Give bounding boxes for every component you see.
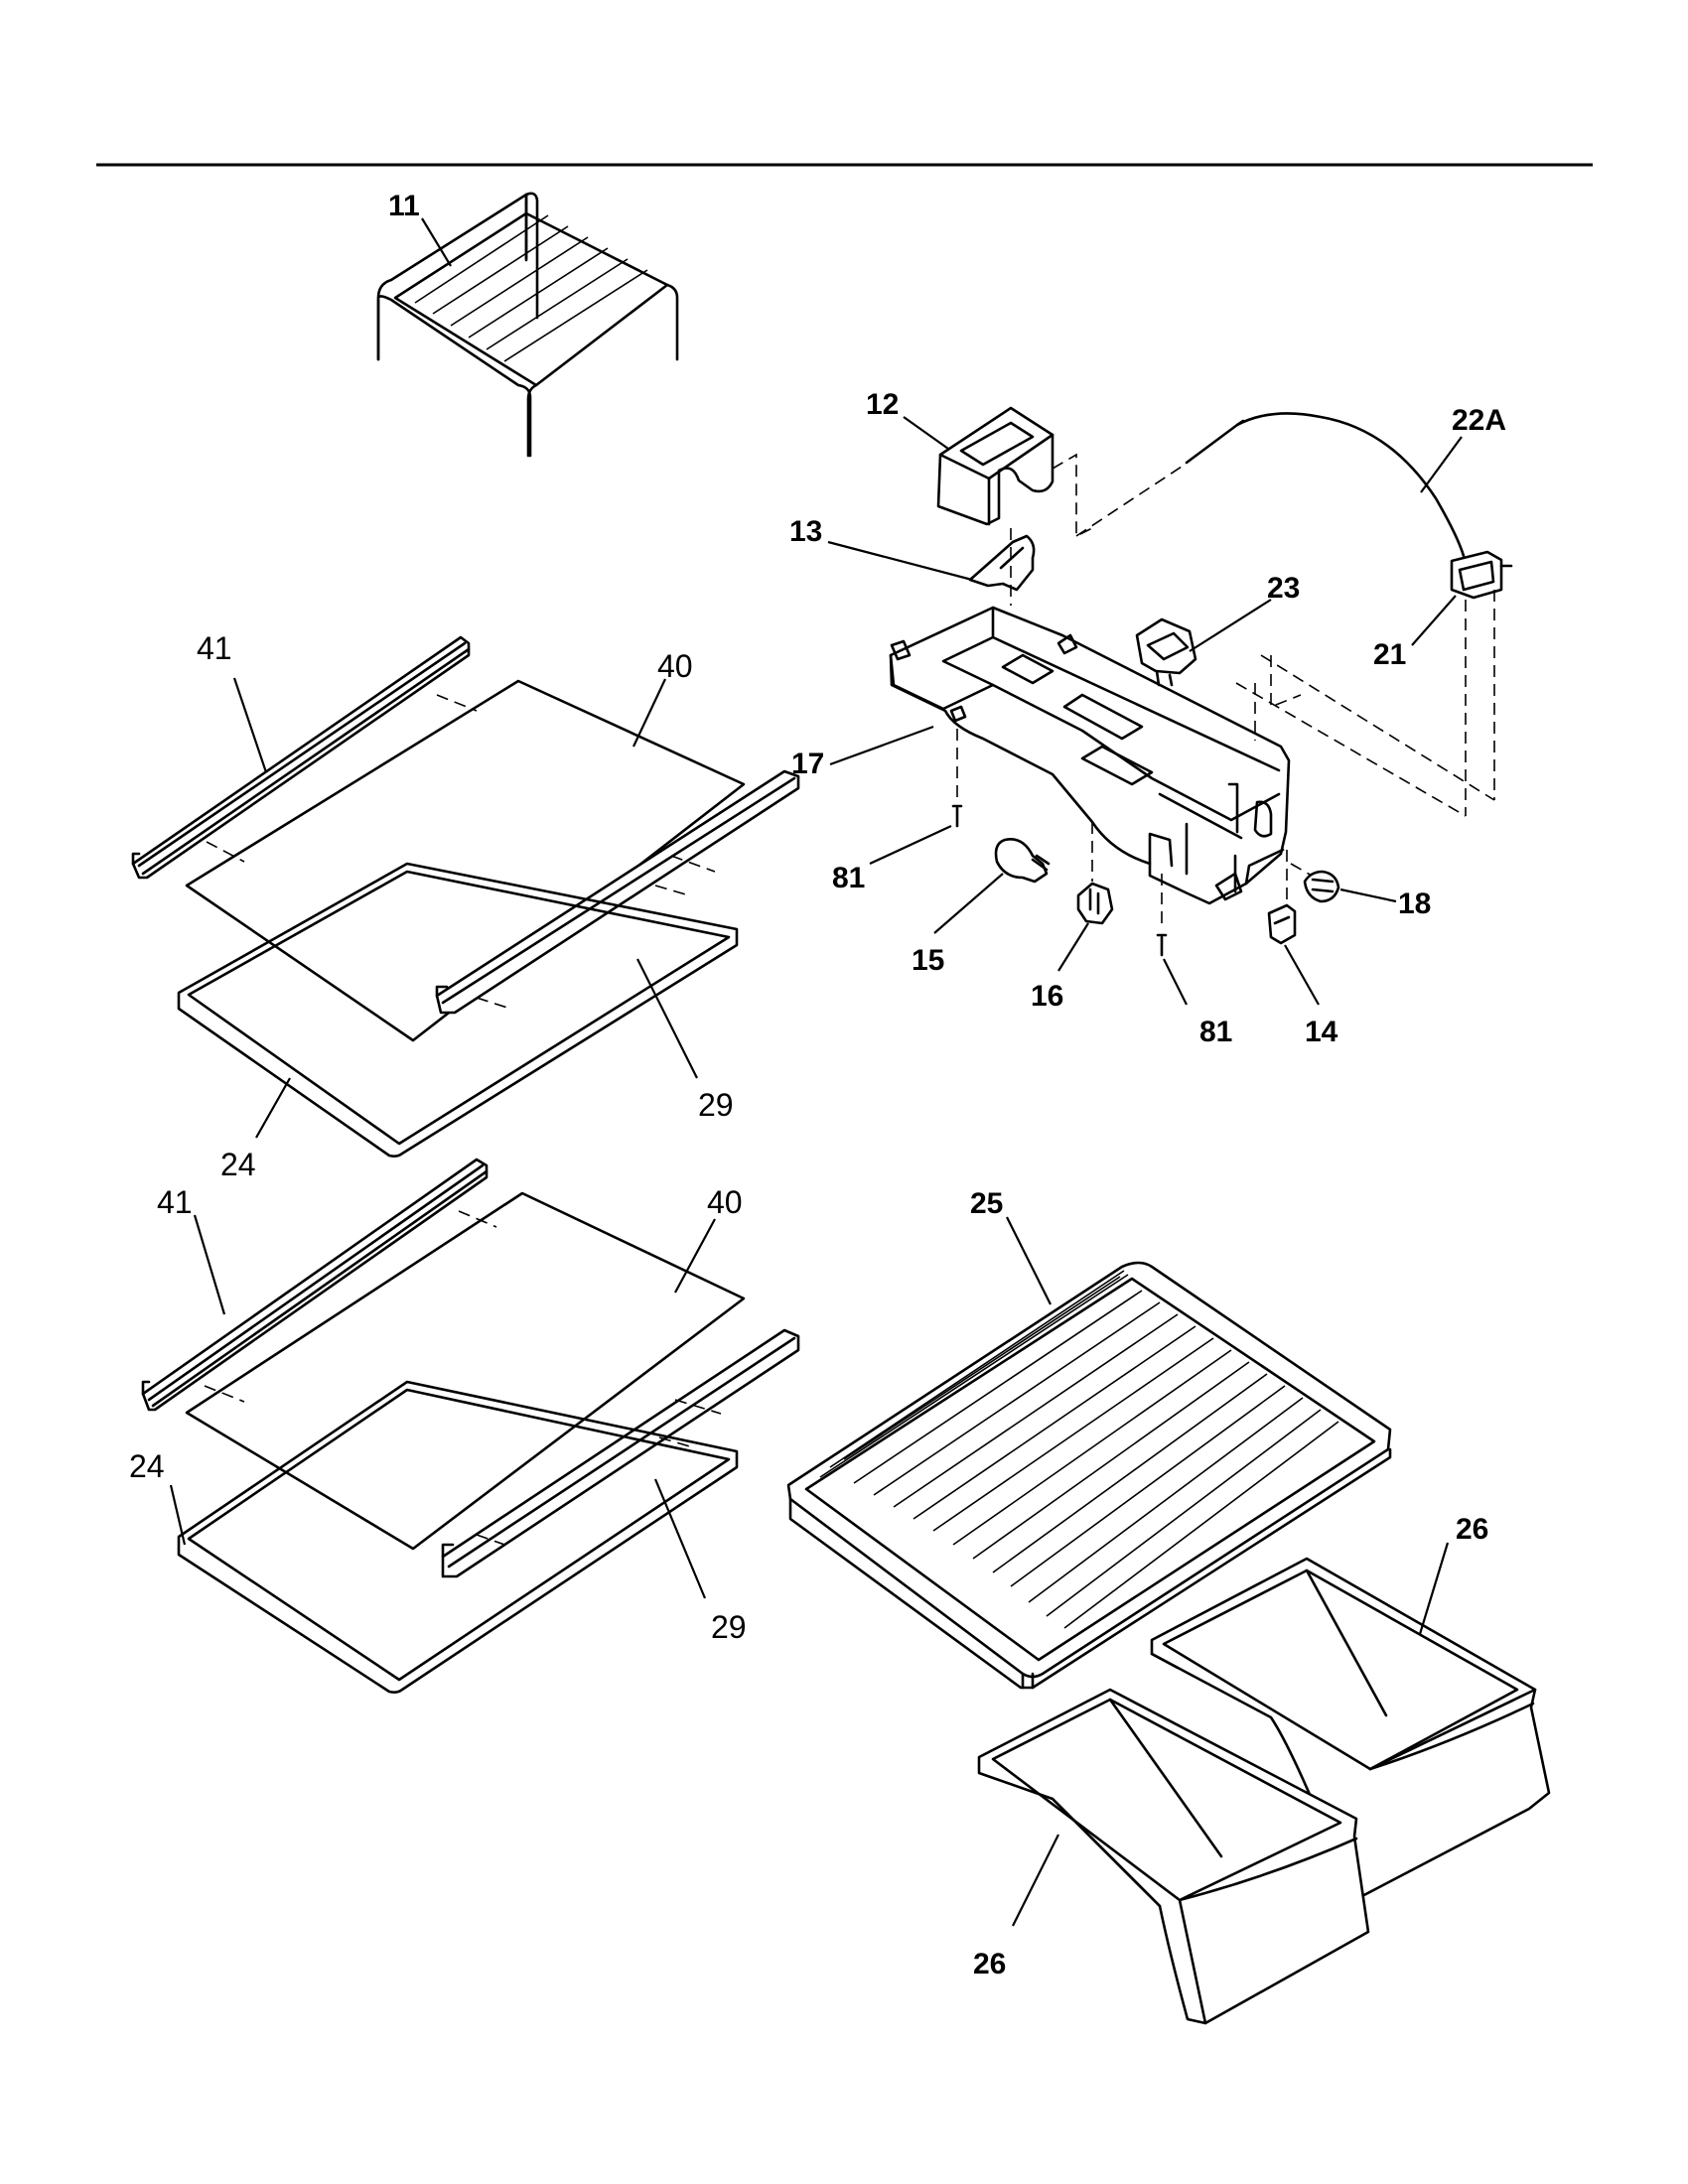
wire-rack-part (376, 192, 679, 458)
callout-11: 11 (388, 190, 420, 222)
leader-26a (1418, 1542, 1450, 1635)
leader-41a (232, 677, 268, 773)
light-bulb-part (994, 838, 1051, 884)
callout-26a: 26 (1456, 1513, 1488, 1546)
leader-18 (1339, 887, 1397, 903)
callout-14: 14 (1305, 1016, 1338, 1048)
light-switch-part (1267, 903, 1297, 945)
leader-29a (636, 958, 698, 1079)
callout-40b: 40 (707, 1184, 743, 1220)
screw-part (951, 804, 1168, 957)
leader-11 (421, 217, 452, 267)
timer-part (1135, 617, 1197, 687)
leader-22a (1420, 436, 1463, 493)
callout-29a: 29 (698, 1087, 734, 1123)
leader-15 (933, 873, 1004, 934)
leader-12 (903, 416, 949, 450)
lamp-socket-part (1076, 882, 1114, 925)
callout-23: 23 (1267, 572, 1300, 605)
light-shield-part (936, 406, 1055, 526)
leader-21 (1411, 595, 1457, 646)
leader-13 (827, 540, 973, 582)
callout-22a: 22A (1452, 404, 1506, 437)
leader-40a (633, 678, 666, 748)
leader-25 (1006, 1216, 1052, 1305)
leader-24a (255, 1077, 291, 1139)
callout-26b: 26 (973, 1948, 1006, 1980)
leader-24b (169, 1484, 187, 1546)
leader-14 (1284, 944, 1320, 1006)
callout-16: 16 (1031, 980, 1063, 1013)
callout-29b: 29 (711, 1609, 747, 1645)
leader-17 (829, 725, 934, 766)
callout-13: 13 (789, 515, 822, 548)
crisper-drawer-part (977, 1557, 1551, 2025)
leader-26b (1012, 1834, 1059, 1927)
callout-41b: 41 (157, 1184, 193, 1220)
assembly-lines (956, 453, 1495, 927)
callout-40a: 40 (657, 648, 693, 684)
control-knob-part (1303, 870, 1340, 903)
callout-24a: 24 (220, 1147, 256, 1182)
callout-41a: 41 (197, 630, 232, 666)
callout-25: 25 (970, 1187, 1003, 1220)
callout-21: 21 (1373, 638, 1406, 671)
capillary-tube-part (1185, 412, 1466, 558)
leader-16 (1057, 922, 1089, 972)
callout-18: 18 (1398, 887, 1431, 920)
leader-23 (1189, 599, 1272, 652)
shelf-assembly-upper (131, 635, 800, 1158)
callout-81a: 81 (832, 862, 865, 894)
callout-15: 15 (912, 944, 944, 977)
crisper-cover-part (786, 1261, 1392, 1690)
leader-41b (193, 1214, 226, 1315)
thermostat-part (1450, 550, 1513, 600)
callout-81b: 81 (1199, 1016, 1232, 1048)
leader-40b (674, 1218, 716, 1294)
leader-81b (1163, 958, 1188, 1006)
diffuser-part (968, 534, 1036, 592)
callout-12: 12 (866, 388, 899, 421)
leader-29b (653, 1478, 707, 1599)
shelf-assembly-lower (141, 1158, 800, 1694)
callout-24b: 24 (129, 1448, 165, 1484)
leader-81a (869, 825, 952, 865)
control-housing-part (889, 606, 1291, 905)
